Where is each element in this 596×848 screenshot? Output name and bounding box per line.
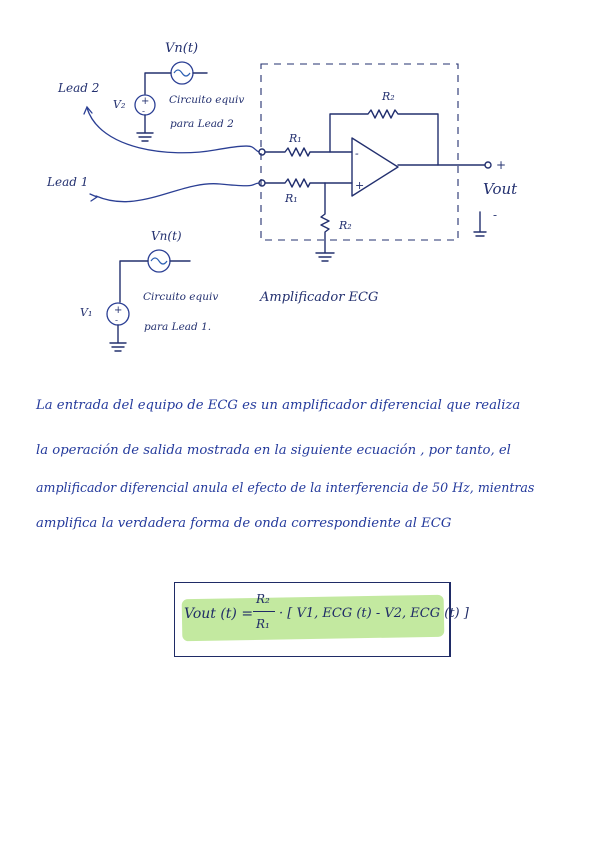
v1-label: V₁ <box>80 306 92 319</box>
r2-feedback-resistor <box>329 109 439 166</box>
vn-top-label: Vn(t) <box>165 41 198 56</box>
svg-text:+: + <box>141 96 149 107</box>
op-amp <box>351 137 399 197</box>
equiv2-line1: Circuito equiv <box>169 94 244 106</box>
equiv1-line2: para Lead 1. <box>144 321 211 333</box>
equiv1-line1: Circuito equiv <box>143 291 218 303</box>
r2-top-label: R₂ <box>381 90 395 103</box>
svg-text:-: - <box>142 107 145 117</box>
amplifier-enclosure <box>260 63 459 241</box>
vn-bottom-label: Vn(t) <box>151 229 182 243</box>
plus-input-label: + <box>355 179 364 192</box>
paragraph-line-3: amplificador diferencial anula el efecto… <box>36 480 535 495</box>
r1-top-resistor <box>264 147 353 157</box>
paragraph-line-4: amplifica la verdadera forma de onda cor… <box>36 516 452 531</box>
lead1-wire <box>95 182 260 203</box>
equation-numerator: R₂ <box>256 592 270 606</box>
equation-denominator: R₁ <box>256 617 270 631</box>
v2-label: V₂ <box>113 98 125 111</box>
r1-top-label: R₁ <box>288 132 302 145</box>
r2-ground-resistor <box>315 182 335 262</box>
paragraph-line-1: La entrada del equipo de ECG es un ampli… <box>36 398 521 413</box>
minus-input-label: - <box>355 147 359 160</box>
equation-rhs: · [ V1, ECG (t) - V2, ECG (t) ] <box>279 606 469 621</box>
equation-box <box>174 582 451 657</box>
paragraph-line-2: la operación de salida mostrada en la si… <box>36 443 511 458</box>
output-minus-label: - <box>493 208 497 222</box>
equiv2-line2: para Lead 2 <box>170 118 234 130</box>
r1-bottom-resistor <box>264 178 353 188</box>
amplifier-caption: Amplificador ECG <box>259 290 378 305</box>
svg-text:+: + <box>114 305 122 316</box>
lead2-label: Lead 2 <box>57 81 99 95</box>
equation-lhs: Vout (t) = <box>184 606 254 622</box>
output-plus-label: + <box>496 158 506 172</box>
lead1-label: Lead 1 <box>46 175 88 189</box>
r1-bottom-label: R₁ <box>284 192 298 205</box>
r2-bottom-label: R₂ <box>338 219 352 232</box>
svg-text:-: - <box>115 316 118 326</box>
lead2-wire <box>86 107 260 154</box>
vout-label: Vout <box>483 180 518 198</box>
fraction-bar <box>253 611 275 612</box>
